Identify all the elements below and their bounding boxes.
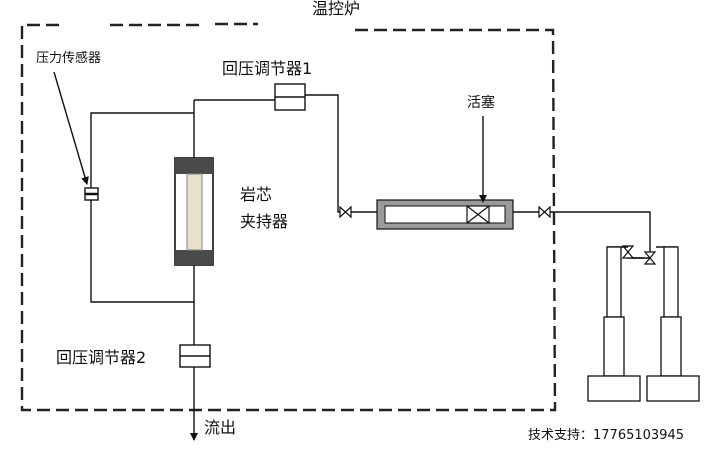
bpr2-label: 回压调节器2 [56,348,146,367]
syringe-pump-2 [646,246,700,402]
back-pressure-regulator-2 [179,344,211,368]
core-holder [174,157,214,266]
oven-label: 温控炉 [312,0,360,18]
valve-3 [621,245,635,259]
valve-2 [538,205,551,219]
valve-1 [339,205,352,219]
oven-boundary [20,22,557,412]
piston-vessel [376,199,514,230]
valve-4 [643,251,657,265]
core-holder-label-1: 岩芯 [240,185,272,204]
bpr1-outlet-pipe [305,94,378,213]
pressure-sensor [84,187,99,201]
sensor-pipe-bottom [90,200,194,303]
core-holder-label-2: 夹持器 [240,212,288,231]
back-pressure-regulator-1 [274,83,306,111]
bpr1-label: 回压调节器1 [222,59,312,78]
outflow-label: 流出 [204,418,236,437]
syringe-pump-1 [587,246,641,402]
pressure-sensor-arrow [53,71,89,185]
piston-label: 活塞 [467,94,495,111]
pressure-sensor-label: 压力传感器 [36,50,101,66]
support-text: 技术支持：17765103945 [528,428,684,443]
pump-supply-pipe [513,211,651,252]
sensor-pipe-top [90,112,194,188]
